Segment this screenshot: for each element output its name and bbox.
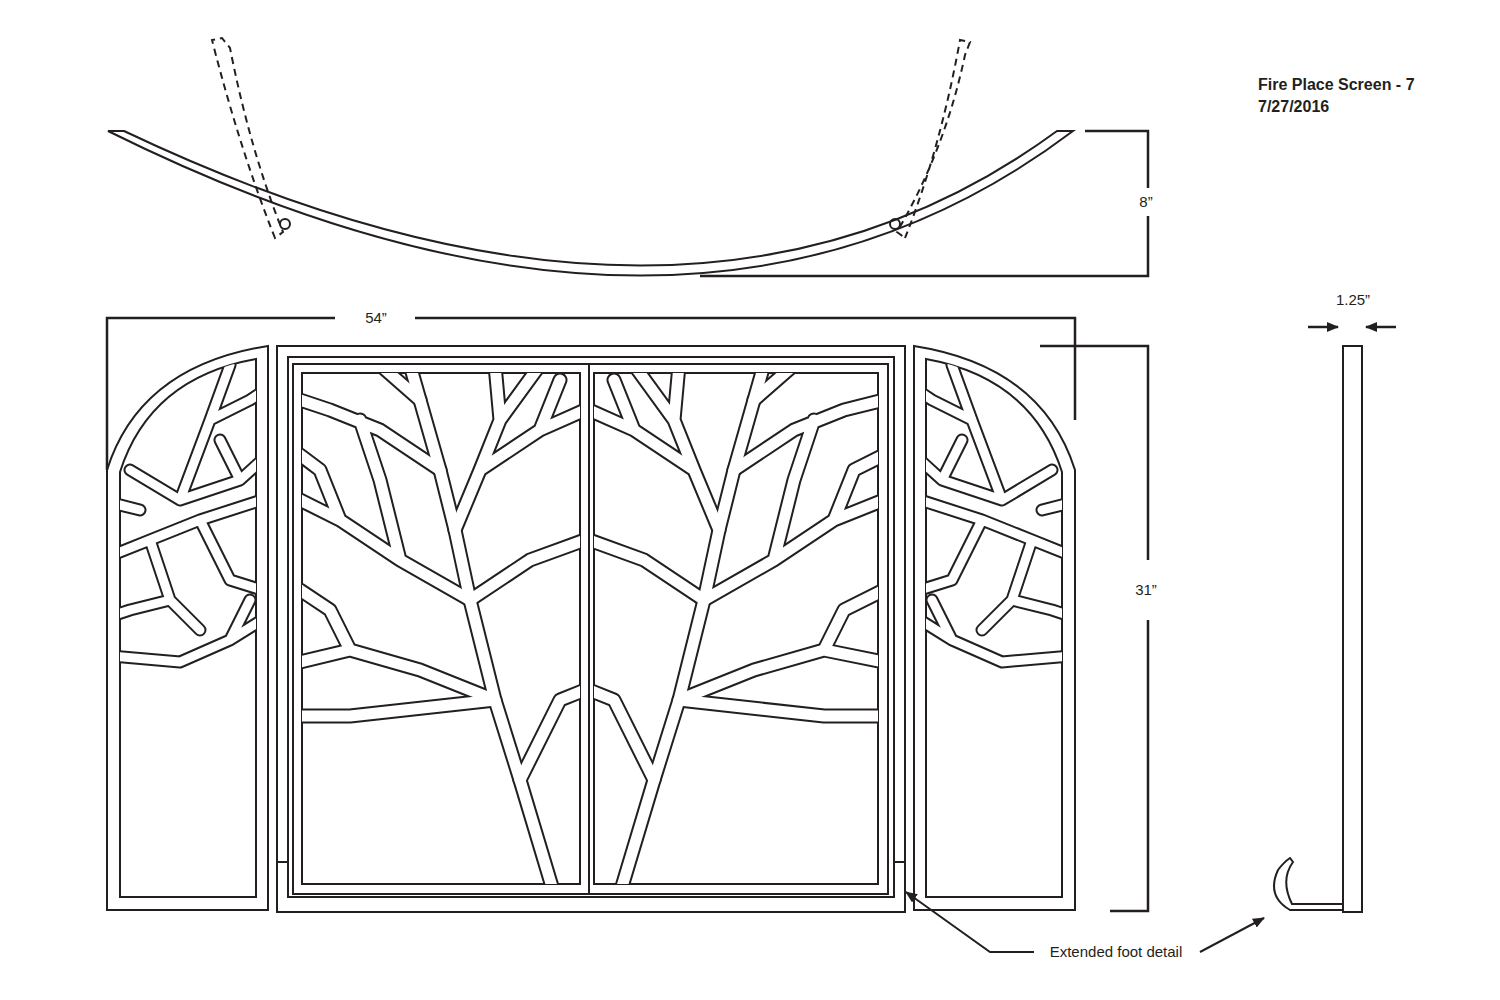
branch-fill xyxy=(594,373,878,884)
dimension-line xyxy=(1040,346,1148,911)
dimension-label: 1.25” xyxy=(1334,291,1372,308)
tree-branches-mirror xyxy=(594,373,878,884)
side-branches xyxy=(100,365,262,662)
branch-outline xyxy=(594,373,878,884)
hinge xyxy=(280,219,290,229)
callout-label: Extended foot detail xyxy=(1048,943,1185,960)
top-view xyxy=(108,38,1073,276)
dimension-arrow xyxy=(1366,326,1396,329)
dimension-label: 31” xyxy=(1133,581,1159,598)
folded-panel xyxy=(212,38,283,238)
branch-fill xyxy=(100,365,262,662)
drawing-date: 7/27/2016 xyxy=(1256,98,1331,116)
leader-arrow xyxy=(906,892,1034,952)
branch-outline xyxy=(100,365,262,662)
hinge xyxy=(890,219,900,229)
side-branches-mirror xyxy=(920,365,1082,662)
folded-panel xyxy=(897,40,970,238)
door-frame xyxy=(293,364,589,894)
branch-outline xyxy=(302,373,580,884)
drawing-title: Fire Place Screen - 7 xyxy=(1256,76,1417,94)
side-profile xyxy=(1343,346,1362,912)
leader-arrow xyxy=(1200,918,1264,952)
center-panel xyxy=(288,357,894,897)
top-view-band xyxy=(108,131,1073,276)
branch-fill xyxy=(920,365,1082,662)
drawing-part xyxy=(594,373,878,780)
foot-detail xyxy=(1274,346,1362,912)
drawing-part xyxy=(302,373,580,780)
extended-foot xyxy=(277,861,905,863)
dimension-lines xyxy=(107,131,1396,952)
drawing-part xyxy=(594,373,878,780)
drawing-part xyxy=(302,373,580,780)
branch-outline xyxy=(920,365,1082,662)
dimension-line xyxy=(700,131,1148,276)
dimension-label: 8” xyxy=(1137,193,1154,210)
dimension-label: 54” xyxy=(363,309,389,326)
tree-branches xyxy=(302,373,580,884)
foot-hook xyxy=(1274,858,1343,910)
dimension-arrow xyxy=(1308,326,1338,329)
center-panel xyxy=(277,346,905,912)
branch-fill xyxy=(302,373,580,884)
tree-branches xyxy=(594,373,878,884)
side-branches xyxy=(920,365,1082,662)
